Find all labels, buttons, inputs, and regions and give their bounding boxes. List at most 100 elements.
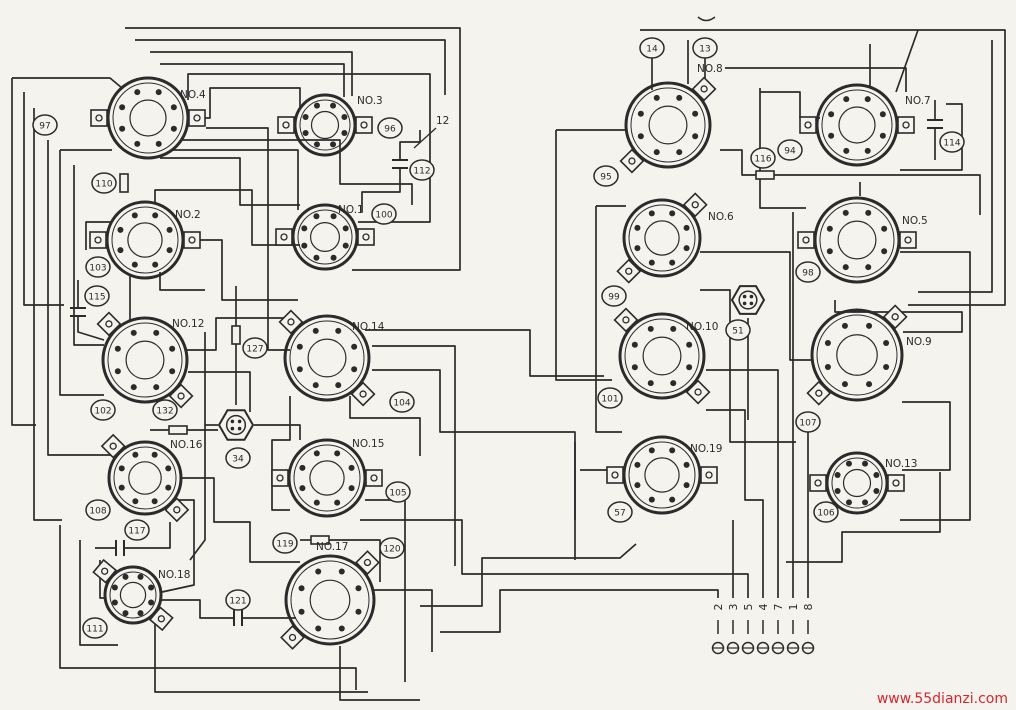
socket-pin [122, 610, 129, 617]
socket-pin [648, 259, 655, 266]
socket-ref-group: 106 [813, 501, 839, 523]
capacitor-ref: 112 [413, 166, 430, 176]
socket-key [128, 461, 162, 495]
mounting-ear-plate [148, 606, 174, 632]
socket-pin [298, 585, 305, 592]
socket-pin [883, 364, 890, 371]
wire [198, 87, 301, 119]
wire [125, 27, 461, 271]
wire [182, 239, 298, 301]
capacitor: 114 [927, 119, 965, 153]
socket-pin [131, 212, 138, 219]
socket-ref-group: 103 [85, 256, 111, 278]
capacitor-ref-group: 117 [124, 519, 150, 541]
mounting-ear [882, 304, 908, 330]
mounting-ear-plate [271, 469, 289, 487]
socket-pin [137, 573, 144, 580]
socket-pin [653, 149, 660, 156]
mounting-hole [287, 318, 295, 326]
socket-rim [810, 308, 904, 402]
socket-key [836, 334, 878, 376]
socket-pin [342, 242, 349, 249]
wire [706, 369, 779, 598]
socket-pin [299, 485, 306, 492]
socket-pin [165, 465, 172, 472]
socket-pin [648, 447, 655, 454]
mounting-ear [619, 148, 645, 174]
mounting-ear-plate [899, 231, 917, 249]
resistor-ref: 127 [246, 344, 263, 354]
small-socket-pin [742, 301, 747, 306]
socket-ref-circle [385, 481, 411, 503]
wire [33, 108, 62, 521]
socket-ref-circle [795, 411, 821, 433]
wire-ref-circle [639, 37, 665, 59]
small-socket-ref: 34 [232, 454, 244, 464]
socket-pin [670, 325, 677, 332]
wire [161, 499, 195, 593]
socket-pin [686, 364, 693, 371]
terminal: 8 [801, 604, 815, 655]
wire [329, 539, 381, 582]
socket-ref: 96 [384, 124, 396, 134]
socket-ref-circle [32, 114, 58, 136]
socket-ref: 100 [375, 210, 392, 220]
mounting-ear [685, 379, 711, 405]
socket-ref: 57 [614, 508, 625, 518]
socket-pin [864, 147, 871, 154]
mounting-ear [700, 466, 718, 484]
mounting-ear-plate [682, 192, 708, 218]
socket-pin [166, 226, 173, 233]
resistor-ref: 116 [754, 154, 771, 164]
resistor-body [231, 325, 241, 345]
wire [349, 396, 421, 456]
mounting-hole [902, 121, 910, 129]
mounting-ear-plate [613, 307, 639, 333]
socket-pin [342, 225, 349, 232]
socket-key [837, 220, 877, 260]
mounting-hole [157, 615, 165, 623]
resistor-body [310, 535, 330, 545]
socket-pin [355, 585, 362, 592]
mounting-ear [682, 192, 708, 218]
capacitor: 121 [225, 589, 251, 626]
socket-rim-inner [628, 204, 696, 272]
mounting-ear-plate [809, 474, 827, 492]
mounting-ear-plate [90, 109, 108, 127]
socket-pin [683, 245, 690, 252]
mounting-ear [616, 258, 642, 284]
wire-ref: 13 [699, 44, 710, 54]
socket-pin [683, 482, 690, 489]
wire [555, 130, 612, 381]
mounting-hole [625, 267, 633, 275]
socket-pin [348, 485, 355, 492]
socket-label: NO.8 [697, 63, 723, 75]
mounting-ear [897, 116, 915, 134]
socket-pin [118, 465, 125, 472]
wire [372, 589, 433, 652]
wire-ref-group: 13 [692, 37, 718, 59]
socket-ref-group: 111 [82, 617, 108, 639]
socket-pin [669, 210, 676, 217]
socket-ref: 107 [799, 418, 816, 428]
wire [12, 77, 123, 89]
socket-ref-circle [597, 387, 623, 409]
socket-label: NO.10 [686, 321, 718, 333]
wire-ref: 12 [436, 115, 449, 127]
socket-ref: 101 [601, 394, 618, 404]
socket-label: NO.9 [906, 336, 932, 348]
mounting-ear [92, 558, 118, 584]
socket-rim-inner [297, 209, 353, 265]
socket-pin [824, 364, 831, 371]
socket-pin [631, 341, 638, 348]
wire [180, 477, 300, 563]
socket-pin [131, 261, 138, 268]
socket-ref-group: 95 [593, 165, 619, 187]
socket-pin [866, 322, 873, 329]
mounting-hole [700, 85, 708, 93]
mounting-ear [357, 228, 375, 246]
wire [902, 401, 951, 471]
socket-ref-group: 99 [601, 285, 627, 307]
